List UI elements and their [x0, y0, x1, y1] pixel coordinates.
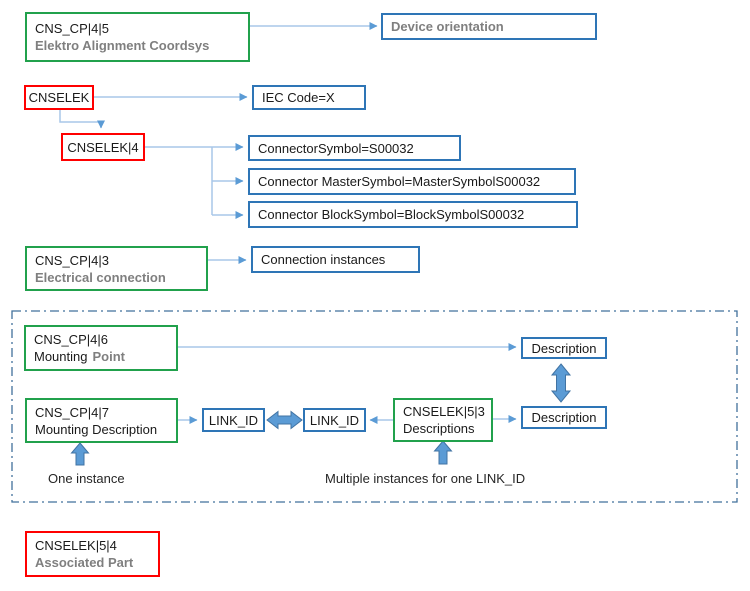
node-iec-code-label: IEC Code=X	[262, 90, 335, 105]
node-cns-cp-4-6-label-bold: Point	[92, 349, 125, 364]
node-cnselek-4: CNSELEK|4	[61, 133, 145, 161]
connector-cnselek-to-cnselek4	[59, 110, 105, 129]
node-cnselek: CNSELEK	[24, 85, 94, 110]
node-description-bottom-label: Description	[531, 410, 597, 425]
node-cns-cp-4-6-label-plain: Mounting	[34, 349, 88, 364]
node-cns-cp-4-6-label: Mounting Point	[34, 349, 168, 364]
node-connector-master-symbol-label: Connector MasterSymbol=MasterSymbolS0003…	[258, 174, 541, 189]
annotation-multiple-instances: Multiple instances for one LINK_ID	[325, 471, 526, 486]
node-cns-cp-4-5-label: Elektro Alignment Coordsys	[35, 38, 210, 53]
node-connection-instances: Connection instances	[251, 246, 420, 273]
node-cnselek-5-3: CNSELEK|5|3 Descriptions	[393, 398, 493, 442]
node-cns-cp-4-7: CNS_CP|4|7 Mounting Description	[25, 398, 178, 443]
node-cnselek-5-4-label: Associated Part	[35, 555, 134, 570]
node-cns-cp-4-3-code: CNS_CP|4|3	[35, 252, 109, 268]
node-link-id-right-label: LINK_ID	[309, 412, 360, 428]
double-arrow-link-id-icon	[266, 410, 303, 430]
node-device-orientation-label: Device orientation	[391, 19, 504, 34]
node-cnselek-5-4-code: CNSELEK|5|4	[35, 538, 117, 553]
node-cns-cp-4-7-label: Mounting Description	[35, 421, 158, 437]
node-connector-block-symbol-label: Connector BlockSymbol=BlockSymbolS00032	[258, 207, 525, 222]
node-description-bottom: Description	[521, 406, 607, 429]
node-cns-cp-4-5-code: CNS_CP|4|5	[35, 21, 109, 36]
node-link-id-left: LINK_ID	[202, 408, 265, 432]
node-cnselek-5-3-label: Descriptions	[403, 421, 475, 436]
node-cns-cp-4-7-code: CNS_CP|4|7	[35, 404, 109, 420]
node-link-id-right: LINK_ID	[303, 408, 366, 432]
node-connection-instances-label: Connection instances	[261, 252, 386, 267]
node-cnselek-4-label: CNSELEK|4	[67, 139, 139, 155]
node-connector-symbol-label: ConnectorSymbol=S00032	[258, 140, 414, 156]
up-arrow-one-instance-icon	[70, 442, 90, 466]
node-description-top-label: Description	[531, 340, 597, 356]
annotation-one-instance: One instance	[48, 471, 125, 486]
node-description-top: Description	[521, 337, 607, 359]
node-cns-cp-4-3: CNS_CP|4|3 Electrical connection	[25, 246, 208, 291]
node-connector-symbol: ConnectorSymbol=S00032	[248, 135, 461, 161]
node-cns-cp-4-6-code: CNS_CP|4|6	[34, 332, 108, 347]
node-link-id-left-label: LINK_ID	[208, 412, 259, 428]
node-device-orientation: Device orientation	[381, 13, 597, 40]
node-cnselek-5-4: CNSELEK|5|4 Associated Part	[25, 531, 160, 577]
up-arrow-multiple-instances-icon	[433, 440, 453, 465]
double-arrow-descriptions-icon	[550, 363, 572, 403]
node-cns-cp-4-6: CNS_CP|4|6 Mounting Point	[24, 325, 178, 371]
node-cnselek-5-3-code: CNSELEK|5|3	[403, 404, 485, 419]
node-cnselek-label: CNSELEK	[28, 90, 90, 105]
node-iec-code: IEC Code=X	[252, 85, 366, 110]
node-connector-master-symbol: Connector MasterSymbol=MasterSymbolS0003…	[248, 168, 576, 195]
node-cns-cp-4-3-label: Electrical connection	[35, 269, 166, 285]
node-connector-block-symbol: Connector BlockSymbol=BlockSymbolS00032	[248, 201, 578, 228]
node-cns-cp-4-5: CNS_CP|4|5 Elektro Alignment Coordsys	[25, 12, 250, 62]
